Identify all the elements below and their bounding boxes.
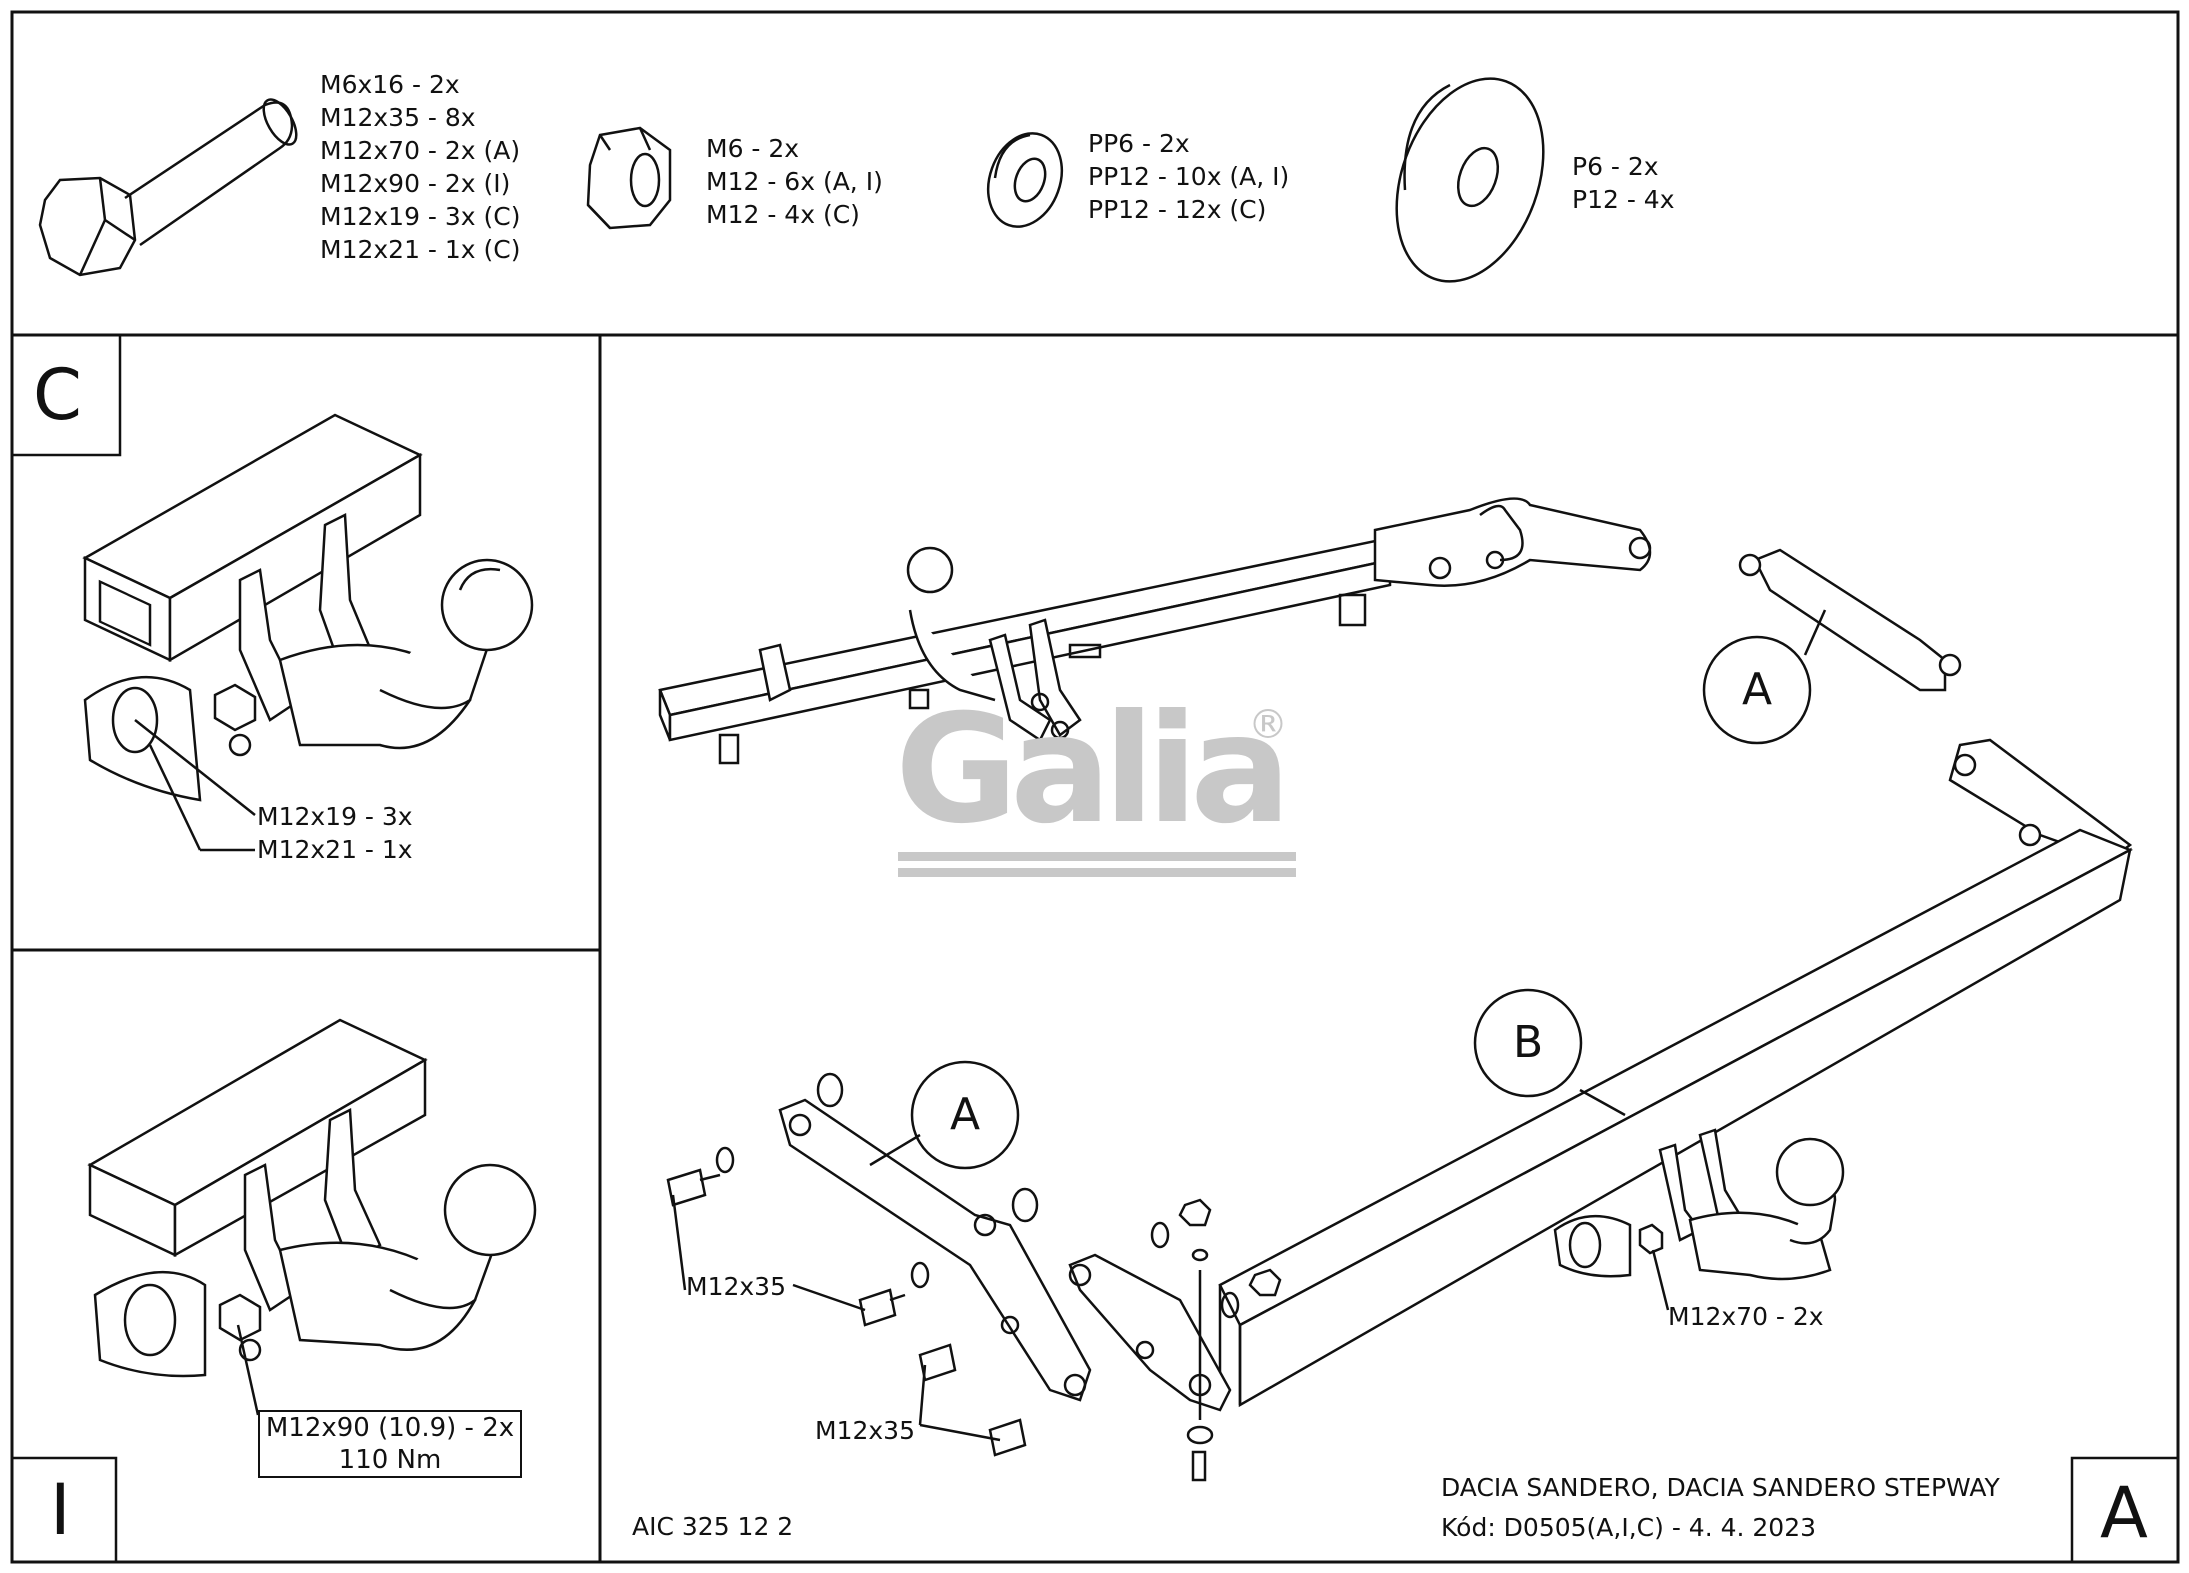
label-m12x70: M12x70 - 2x	[1668, 1302, 1824, 1331]
drawing-frame	[10, 10, 2180, 1564]
vehicle-name: DACIA SANDERO, DACIA SANDERO STEPWAY	[1441, 1473, 2000, 1502]
nut-list: M6 - 2x M12 - 6x (A, I) M12 - 4x (C)	[706, 132, 883, 231]
spring-washer-item: PP12 - 12x (C)	[1088, 195, 1267, 224]
panel-i-spec-box: M12x90 (10.9) - 2x 110 Nm	[258, 1410, 522, 1478]
callout-b: B	[1513, 1017, 1544, 1068]
panel-c-letter-box	[10, 333, 122, 457]
callout-a-top-circle	[1702, 635, 1812, 745]
logo-underline-2	[898, 868, 1296, 877]
logo-underline	[898, 852, 1296, 861]
bolt-item: M12x19 - 3x (C)	[320, 202, 521, 231]
spring-washer-icon	[986, 132, 1064, 228]
assembled-towbar	[658, 497, 1652, 765]
label-m12x35-lower: M12x35	[815, 1416, 915, 1445]
callout-a-top: A	[1742, 664, 1773, 715]
callout-a-left-circle	[910, 1060, 1020, 1170]
nut-item: M6 - 2x	[706, 134, 800, 163]
panel-i-spec-line1: M12x90 (10.9) - 2x	[265, 1413, 515, 1443]
lower-right-hitch	[1553, 1128, 1845, 1311]
registered-mark: ®	[1248, 702, 1288, 748]
callout-a-left: A	[950, 1089, 981, 1140]
flat-washer-list: P6 - 2x P12 - 4x	[1572, 150, 1675, 216]
bolt-item: M12x21 - 1x (C)	[320, 235, 521, 264]
spring-washer-item: PP12 - 10x (A, I)	[1088, 162, 1290, 191]
flat-washer-icon	[1395, 77, 1545, 283]
spring-washer-list: PP6 - 2x PP12 - 10x (A, I) PP12 - 12x (C…	[1088, 127, 1289, 226]
panel-a-letter: A	[2100, 1472, 2148, 1554]
kod-line: Kód: D0505(A,I,C) - 4. 4. 2023	[1441, 1513, 1817, 1542]
nut-icon	[586, 126, 672, 230]
panel-i-hitch	[87, 1018, 537, 1416]
bolt-icon	[38, 98, 298, 277]
nut-item: M12 - 4x (C)	[706, 200, 860, 229]
bolt-item: M12x35 - 8x	[320, 103, 476, 132]
callout-b-circle	[1473, 988, 1583, 1098]
cross-beam	[1218, 828, 2133, 1408]
drawing-code: AIC 325 12 2	[632, 1512, 794, 1541]
panel-a-letter-box	[2070, 1456, 2180, 1564]
panel-c-label-2: M12x21 - 1x	[257, 835, 413, 864]
panel-i-spec-line2: 110 Nm	[338, 1445, 442, 1475]
fasteners	[666, 1072, 1282, 1482]
bolt-list: M6x16 - 2x M12x35 - 8x M12x70 - 2x (A) M…	[320, 68, 521, 266]
lower-center-bracket	[1068, 1253, 1232, 1412]
nut-item: M12 - 6x (A, I)	[706, 167, 883, 196]
panel-i-letter: I	[50, 1469, 71, 1551]
panel-i-letter-box	[10, 1456, 118, 1564]
bolt-item: M12x90 - 2x (I)	[320, 169, 511, 198]
flat-washer-item: P6 - 2x	[1572, 152, 1659, 181]
bolt-item: M6x16 - 2x	[320, 70, 460, 99]
lower-left-side-bracket	[778, 1098, 1092, 1402]
panel-c-hitch	[82, 413, 534, 852]
bolt-item: M12x70 - 2x (A)	[320, 136, 521, 165]
label-m12x35-upper: M12x35	[686, 1272, 786, 1301]
panel-c-letter: C	[33, 354, 82, 436]
upper-right-side-bracket	[1738, 548, 2133, 862]
galia-logo: Galia	[895, 683, 1291, 857]
spring-washer-item: PP6 - 2x	[1088, 129, 1190, 158]
panel-c-label-1: M12x19 - 3x	[257, 802, 413, 831]
flat-washer-item: P12 - 4x	[1572, 185, 1675, 214]
